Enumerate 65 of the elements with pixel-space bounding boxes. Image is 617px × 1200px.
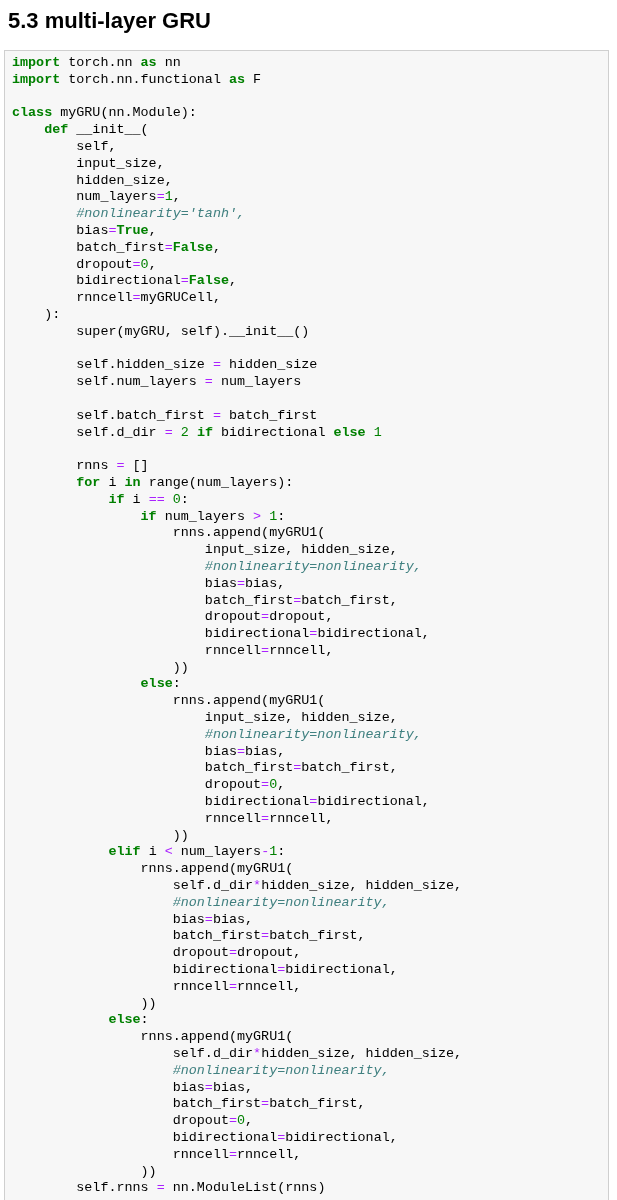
code-line: rnncell=rnncell, — [171, 978, 302, 996]
code-line: rnncell=rnncell, — [171, 1146, 302, 1164]
code-line: #nonlinearity=nonlinearity, — [171, 1062, 390, 1080]
code-line: dropout=0, — [75, 256, 157, 274]
code-line: bias=bias, — [203, 743, 286, 761]
code-line: import torch.nn.functional as F — [12, 71, 262, 89]
code-line: dropout=0, — [171, 1113, 254, 1130]
code-line: num_layers=1, — [75, 189, 181, 207]
code-line: dropout=dropout, — [171, 945, 302, 963]
code-line: else: — [107, 1012, 149, 1030]
code-line: super(myGRU, self).__init__() — [75, 323, 310, 341]
code-line: batch_first=batch_first, — [171, 1096, 366, 1114]
code-line: batch_first=batch_first, — [203, 592, 398, 610]
code-line: for i in range(num_layers): — [75, 474, 294, 492]
code-line: #nonlinearity=nonlinearity, — [203, 558, 422, 576]
code-line: rnns = [] — [75, 458, 149, 475]
code-line: self.batch_first = batch_first — [75, 407, 318, 425]
code-line: ): — [43, 306, 61, 324]
code-line: bidirectional=bidirectional, — [203, 794, 430, 811]
code-line: bidirectional=False, — [75, 273, 238, 291]
code-line: input_size, hidden_size, — [203, 542, 398, 559]
code-line: batch_first=batch_first, — [171, 928, 366, 946]
code-line: #nonlinearity=nonlinearity, — [171, 894, 390, 912]
code-line: batch_first=batch_first, — [203, 760, 398, 778]
code-line: rnns.append(myGRU1( — [139, 1029, 294, 1046]
code-line: self.d_dir*hidden_size, hidden_size, — [171, 878, 463, 895]
section-heading: 5.3 multi-layer GRU — [8, 8, 211, 34]
code-line: self.rnns = nn.ModuleList(rnns) — [75, 1180, 326, 1198]
code-line: )) — [171, 659, 189, 677]
code-line: bidirectional=bidirectional, — [171, 1130, 398, 1147]
code-line: rnncell=rnncell, — [203, 810, 334, 828]
code-line: rnns.append(myGRU1( — [171, 693, 326, 711]
code-line: dropout=dropout, — [203, 609, 334, 627]
code-line: batch_first=False, — [75, 239, 221, 257]
code-line: elif i < num_layers-1: — [107, 844, 286, 862]
code-line: rnncell=myGRUCell, — [75, 290, 221, 307]
code-line: self.d_dir*hidden_size, hidden_size, — [171, 1046, 463, 1063]
code-line: else: — [139, 676, 181, 694]
code-line: import torch.nn as nn — [12, 55, 181, 72]
code-line: self.num_layers = num_layers — [75, 374, 302, 391]
code-line: bias=bias, — [171, 911, 254, 929]
code-line: bias=bias, — [203, 575, 286, 593]
code-line: rnns.append(myGRU1( — [139, 861, 294, 879]
code-line: )) — [139, 1163, 157, 1181]
code-line: bias=bias, — [171, 1079, 254, 1097]
code-line: input_size, hidden_size, — [203, 710, 398, 727]
code-line: bias=True, — [75, 222, 157, 240]
code-line: if num_layers > 1: — [139, 508, 286, 526]
code-line: rnns.append(myGRU1( — [171, 525, 326, 543]
code-line: bidirectional=bidirectional, — [171, 962, 398, 979]
code-line: self.d_dir = 2 if bidirectional else 1 — [75, 424, 382, 442]
code-line: )) — [171, 827, 189, 845]
code-line: rnncell=rnncell, — [203, 642, 334, 660]
code-line: )) — [139, 995, 157, 1013]
code-line: self.hidden_size = hidden_size — [75, 357, 318, 375]
code-line: input_size, — [75, 155, 165, 173]
code-line: def __init__( — [43, 122, 149, 139]
code-line: dropout=0, — [203, 777, 286, 795]
code-line: #nonlinearity=nonlinearity, — [203, 726, 422, 744]
code-line: bidirectional=bidirectional, — [203, 626, 430, 643]
code-line: hidden_size, — [75, 172, 173, 190]
code-line: if i == 0: — [107, 491, 189, 509]
code-line: class myGRU(nn.Module): — [12, 105, 197, 123]
code-line: #nonlinearity='tanh', — [75, 206, 246, 223]
code-line: self, — [75, 139, 117, 156]
